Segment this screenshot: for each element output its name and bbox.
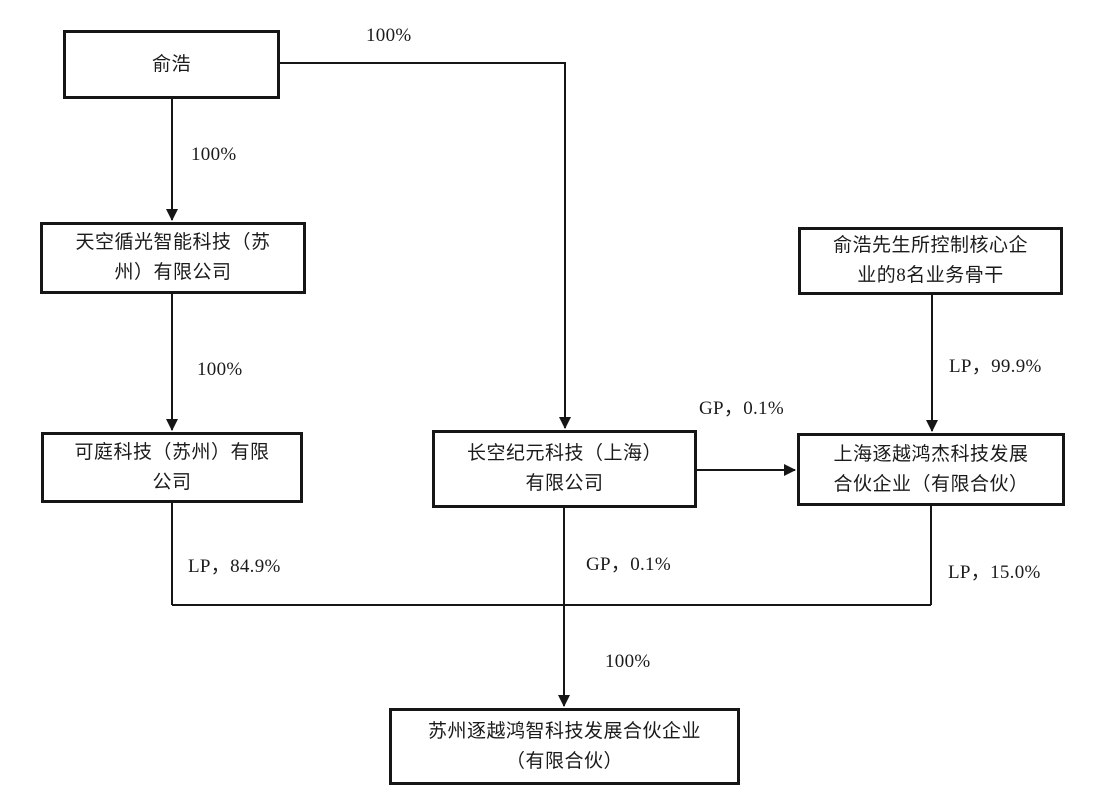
node-keting-company: 可庭科技（苏州）有限 公司: [41, 432, 303, 503]
label-combined-suzhou-percent: 100%: [605, 651, 651, 672]
node-suzhou-partnership: 苏州逐越鸿智科技发展合伙企业 （有限合伙）: [389, 708, 740, 785]
label-keting-suzhou-percent: LP，84.9%: [188, 556, 281, 577]
node-tiankong-company: 天空循光智能科技（苏 州）有限公司: [40, 222, 306, 294]
node-shanghai-partnership: 上海逐越鸿杰科技发展 合伙企业（有限合伙）: [797, 433, 1065, 506]
label-backbone-shanghai-percent: LP，99.9%: [949, 356, 1042, 377]
label-yuhao-changkong-percent: 100%: [366, 25, 412, 46]
node-yuhao: 俞浩: [63, 30, 280, 99]
label-changkong-shanghai-percent: GP，0.1%: [699, 398, 784, 419]
label-tiankong-keting-percent: 100%: [197, 359, 243, 380]
label-yuhao-tiankong-percent: 100%: [191, 144, 237, 165]
node-changkong-company: 长空纪元科技（上海） 有限公司: [432, 430, 697, 508]
label-changkong-suzhou-percent: GP，0.1%: [586, 554, 671, 575]
label-shanghai-suzhou-percent: LP，15.0%: [948, 562, 1041, 583]
node-core-backbone-staff: 俞浩先生所控制核心企 业的8名业务骨干: [798, 227, 1063, 295]
edge-yuhao-to-changkong: [280, 62, 571, 429]
